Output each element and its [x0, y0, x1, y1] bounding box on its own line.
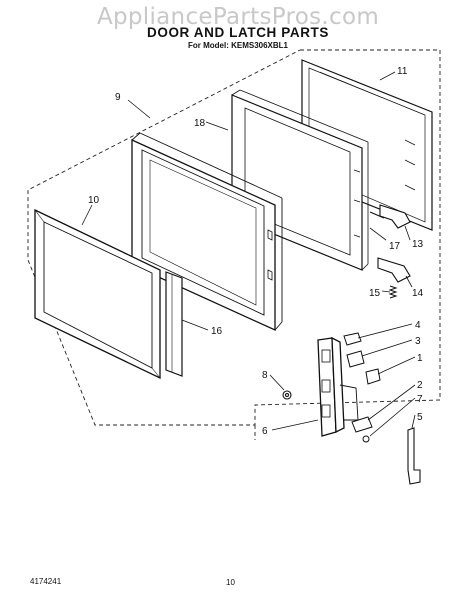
part-13-upper-latch-hook — [369, 204, 411, 229]
callout-18: 18 — [194, 118, 206, 129]
callout-17: 17 — [389, 241, 401, 252]
callout-8: 8 — [262, 370, 268, 381]
part-2-switch — [351, 416, 373, 433]
part-10-glass-panel — [34, 208, 161, 380]
document-number: 4174241 — [30, 577, 62, 586]
part-4-switch — [343, 332, 362, 346]
callout-7: 7 — [417, 394, 423, 405]
callout-6: 6 — [262, 426, 268, 437]
callout-leaders — [81, 71, 416, 437]
callout-14: 14 — [412, 288, 424, 299]
page-number: 10 — [226, 578, 235, 587]
callout-15: 15 — [369, 288, 381, 299]
part-8-nut — [282, 390, 292, 400]
diagram-subtitle: For Model: KEMS306XBL1 — [187, 41, 288, 50]
part-5-lever — [407, 427, 421, 485]
callout-5: 5 — [417, 412, 423, 423]
watermark-text: AppliancePartsPros.com — [96, 4, 380, 30]
part-16-choke-cover — [165, 271, 183, 377]
part-9-door-assembly — [131, 132, 283, 332]
callout-11: 11 — [397, 66, 408, 77]
callout-9: 9 — [115, 92, 121, 103]
callout-3: 3 — [415, 336, 421, 347]
part-7-screw — [362, 435, 370, 443]
part-6-latch-housing — [317, 336, 359, 437]
callout-4: 4 — [415, 320, 421, 331]
callout-1: 1 — [417, 353, 423, 364]
part-15-spring — [388, 285, 398, 299]
callout-13: 13 — [412, 239, 424, 250]
part-3-switch — [346, 350, 365, 368]
part-14-lower-latch-hook — [377, 257, 411, 283]
callout-10: 10 — [88, 195, 100, 206]
diagram-title: DOOR AND LATCH PARTS — [147, 25, 329, 40]
callout-16: 16 — [211, 326, 223, 337]
part-1-switch — [365, 368, 381, 385]
callout-2: 2 — [417, 380, 423, 391]
